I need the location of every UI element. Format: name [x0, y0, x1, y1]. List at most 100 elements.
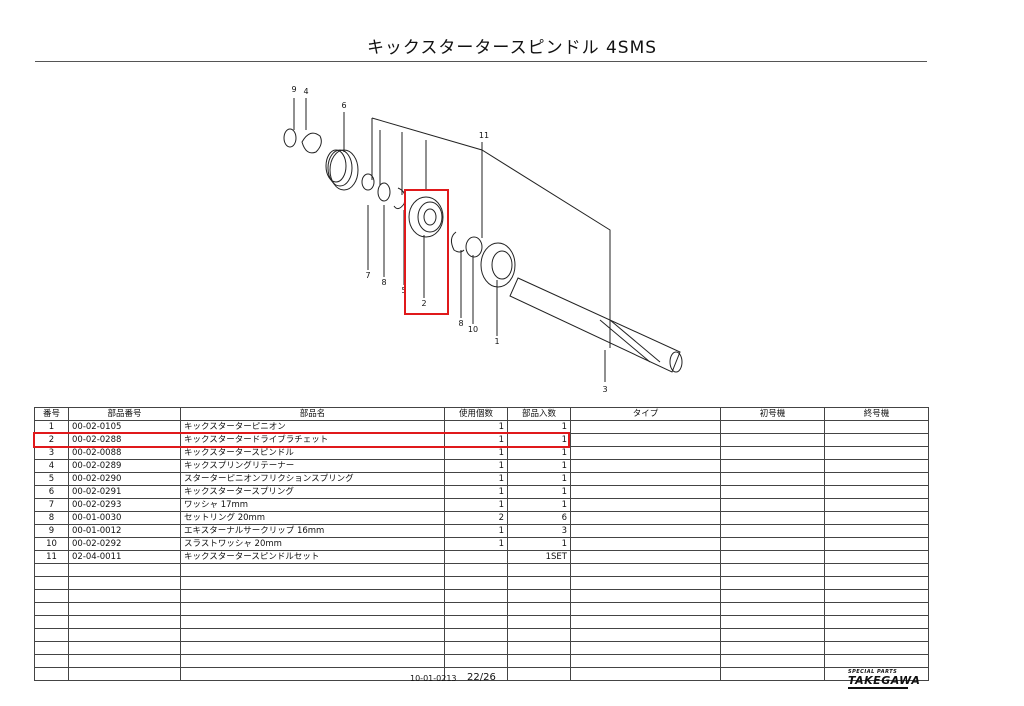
cell-type: [570, 420, 721, 434]
table-row-empty: [34, 641, 929, 655]
cell-pack-qty: 1: [507, 537, 571, 551]
cell-pack-qty: 1: [507, 472, 571, 486]
cell-empty: [507, 628, 571, 642]
cell-use-count: [444, 550, 508, 564]
table-row-empty: [34, 563, 929, 577]
cell-empty: [570, 589, 721, 603]
cell-empty: [507, 615, 571, 629]
cell-empty: [34, 628, 69, 642]
cell-empty: [180, 641, 445, 655]
cell-empty: [720, 654, 825, 668]
cell-number: 9: [34, 524, 69, 538]
cell-number: 3: [34, 446, 69, 460]
cell-type: [570, 485, 721, 499]
logo-tagline: SPECIAL PARTS: [848, 669, 898, 675]
cell-empty: [180, 654, 445, 668]
cell-first-model: [720, 485, 825, 499]
cell-empty: [824, 576, 929, 590]
callout-label: 3: [602, 385, 607, 394]
header-type: タイプ: [570, 407, 721, 421]
cell-last-model: [824, 420, 929, 434]
cell-empty: [68, 576, 181, 590]
table-header-row: 番号 部品番号 部品名 使用個数 部品入数 タイプ 初号機 終号機: [34, 407, 929, 421]
cell-empty: [68, 589, 181, 603]
cell-type: [570, 433, 721, 447]
cell-empty: [444, 628, 508, 642]
cell-number: 10: [34, 537, 69, 551]
cell-first-model: [720, 524, 825, 538]
page-number: 22/26: [467, 672, 496, 683]
cell-empty: [570, 602, 721, 616]
table-row-highlight: [33, 432, 570, 448]
callout-label: 10: [468, 325, 478, 334]
cell-last-model: [824, 485, 929, 499]
cell-use-count: 2: [444, 511, 508, 525]
cell-empty: [180, 576, 445, 590]
cell-empty: [68, 654, 181, 668]
cell-empty: [68, 628, 181, 642]
header-part-name: 部品名: [180, 407, 445, 421]
cell-empty: [444, 602, 508, 616]
table-row-empty: [34, 667, 929, 681]
cell-last-model: [824, 537, 929, 551]
cell-part-number: 00-01-0012: [68, 524, 181, 538]
cell-empty: [824, 641, 929, 655]
thrust-washer-part: [465, 236, 483, 258]
cell-empty: [444, 654, 508, 668]
cell-first-model: [720, 433, 825, 447]
cell-type: [570, 524, 721, 538]
cell-empty: [507, 641, 571, 655]
cell-empty: [68, 615, 181, 629]
cell-empty: [507, 667, 571, 681]
cell-part-name: セットリング 20mm: [180, 511, 445, 525]
cell-last-model: [824, 459, 929, 473]
pinion-gear-part: [480, 242, 516, 288]
cell-last-model: [824, 524, 929, 538]
cell-empty: [720, 628, 825, 642]
callout-label: 2: [421, 299, 426, 308]
header-use-count: 使用個数: [444, 407, 508, 421]
cell-empty: [34, 589, 69, 603]
leader-line: [371, 117, 611, 348]
cell-last-model: [824, 550, 929, 564]
cell-type: [570, 472, 721, 486]
callout-label: 8: [458, 319, 463, 328]
cell-empty: [507, 654, 571, 668]
cell-part-name: キックスタータースピンドル: [180, 446, 445, 460]
callout-label: 1: [494, 337, 499, 346]
set-ring-part: [450, 231, 465, 253]
cell-use-count: 1: [444, 485, 508, 499]
table-row-empty: [34, 628, 929, 642]
cell-empty: [720, 615, 825, 629]
cell-empty: [720, 563, 825, 577]
cell-number: 5: [34, 472, 69, 486]
cell-empty: [507, 563, 571, 577]
cell-part-number: 00-02-0290: [68, 472, 181, 486]
cell-empty: [824, 667, 929, 681]
callout-label: 9: [291, 85, 296, 94]
cell-last-model: [824, 472, 929, 486]
cell-part-number: 00-02-0292: [68, 537, 181, 551]
page-title: キックスタータースピンドル 4SMS: [366, 38, 658, 58]
drive-ratchet-part: [408, 196, 444, 238]
cell-first-model: [720, 511, 825, 525]
cell-part-name: エキスターナルサークリップ 16mm: [180, 524, 445, 538]
spring-retainer-part: [301, 132, 322, 154]
title-divider: [35, 61, 927, 62]
header-last-model: 終号機: [824, 407, 929, 421]
cell-empty: [507, 589, 571, 603]
cell-use-count: 1: [444, 537, 508, 551]
cell-part-name: キックスタータースプリング: [180, 485, 445, 499]
cell-empty: [570, 615, 721, 629]
cell-empty: [444, 589, 508, 603]
header-number: 番号: [34, 407, 69, 421]
cell-empty: [34, 654, 69, 668]
document-code: 10-01-0213: [410, 674, 457, 683]
cell-empty: [507, 602, 571, 616]
cell-empty: [180, 615, 445, 629]
cell-type: [570, 511, 721, 525]
cell-empty: [68, 563, 181, 577]
cell-empty: [180, 602, 445, 616]
